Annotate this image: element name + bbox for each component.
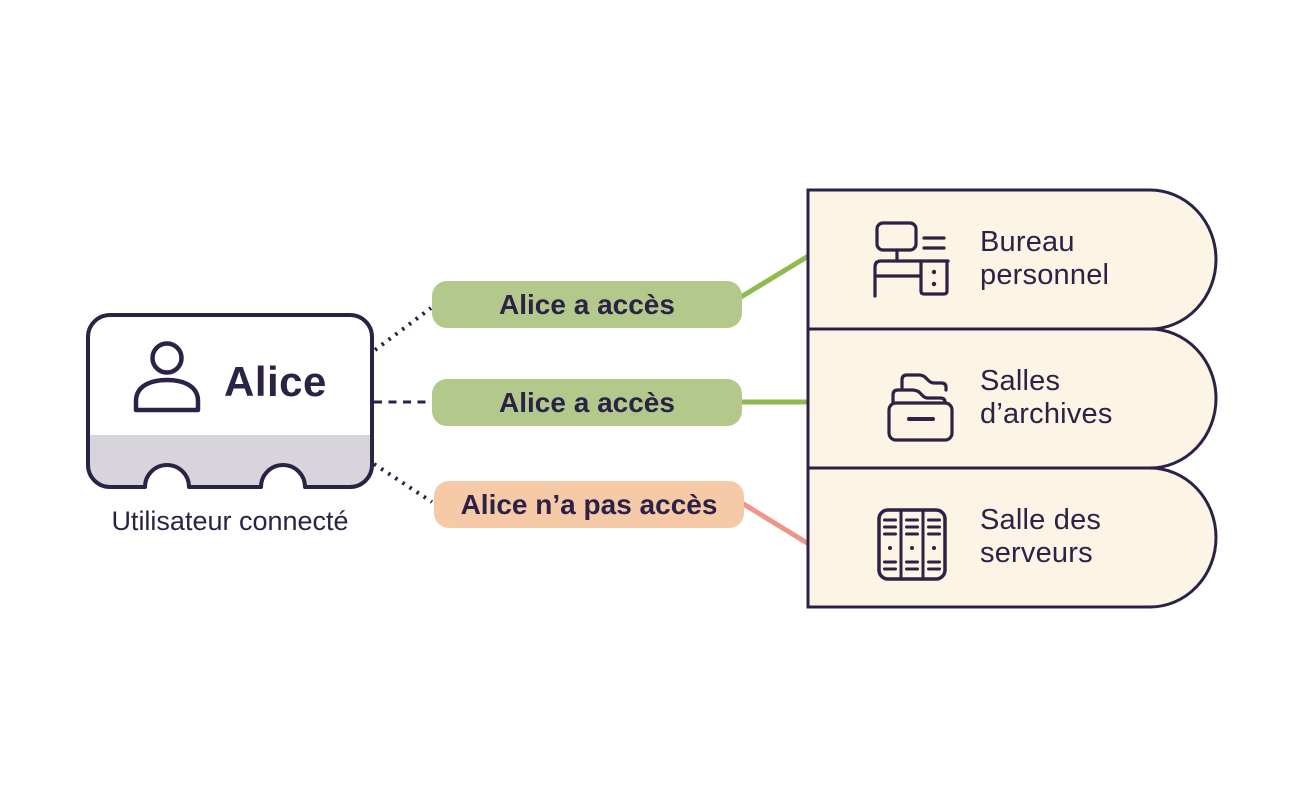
user-card-gray-strip xyxy=(88,435,372,487)
user-card-outline xyxy=(86,313,374,489)
granted-connector-1 xyxy=(739,252,812,300)
dotted-connector-3 xyxy=(372,462,434,504)
room-card-archives xyxy=(806,327,1218,470)
room-label-serveurs: Salle des serveurs xyxy=(980,504,1102,569)
access-badge-granted-2: Alice a accès xyxy=(432,379,742,426)
room-label-bureau: Bureau personnel xyxy=(980,226,1110,291)
access-badge-label: Alice a accès xyxy=(499,288,675,320)
access-badge-granted-1: Alice a accès xyxy=(432,281,742,328)
room-card-serveurs xyxy=(806,466,1218,609)
room-label-archives: Salles d’archives xyxy=(980,365,1113,430)
access-badge-label: Alice a accès xyxy=(499,386,675,418)
server-icon xyxy=(877,508,947,581)
room-card-bureau xyxy=(806,188,1218,331)
archive-icon xyxy=(887,373,954,442)
user-card xyxy=(86,313,374,489)
dotted-connector-1 xyxy=(373,306,433,352)
user-name: Alice xyxy=(224,358,327,405)
person-icon xyxy=(133,341,201,413)
desk-icon xyxy=(873,221,950,298)
access-badge-label: Alice n’a pas accès xyxy=(460,488,718,520)
access-badge-denied: Alice n’a pas accès xyxy=(434,481,744,528)
denied-connector-3 xyxy=(740,500,814,549)
user-card-caption: Utilisateur connecté xyxy=(111,506,349,536)
